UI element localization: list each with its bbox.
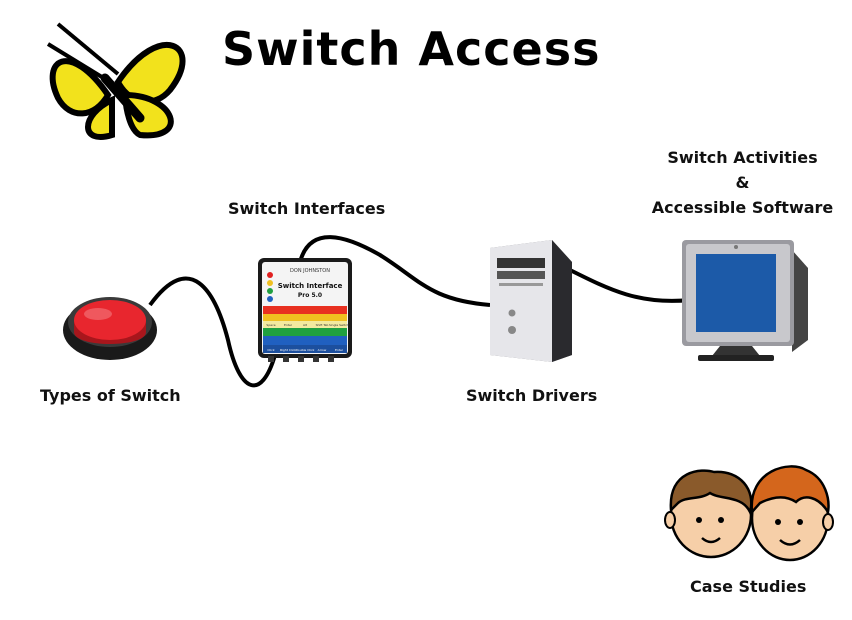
node-accessible-software: Accessible Software: [651, 198, 834, 217]
node-switch-interfaces[interactable]: Switch Interfaces: [228, 199, 386, 218]
computer-tower-icon[interactable]: [490, 240, 572, 362]
cable-drivers-to-monitor: [569, 268, 691, 303]
child-face-left-icon: [664, 469, 753, 559]
butterfly-logo-icon: [46, 22, 186, 140]
red-switch-icon[interactable]: [63, 297, 157, 360]
node-switch-activities-line1: Switch Activities: [667, 148, 818, 167]
node-types-of-switch[interactable]: Types of Switch: [40, 386, 181, 405]
case-study-faces-icon[interactable]: [664, 465, 834, 562]
interface-version-text: Pro 5.0: [298, 292, 322, 299]
node-case-studies[interactable]: Case Studies: [690, 577, 807, 596]
node-ampersand: &: [735, 173, 750, 192]
node-switch-activities[interactable]: Switch Activities & Accessible Software: [640, 145, 845, 220]
page-title: Switch Access: [222, 22, 601, 76]
node-switch-drivers[interactable]: Switch Drivers: [466, 386, 598, 405]
cable-interface-to-drivers: [298, 235, 491, 307]
cable-switch-to-interface: [148, 276, 277, 388]
interface-key-top-3: Shift Tab: [316, 323, 329, 327]
interface-key-bottom-4: Enter: [335, 348, 344, 352]
interface-key-top-1: Enter: [284, 323, 293, 327]
monitor-icon[interactable]: [682, 240, 808, 361]
child-face-right-icon: [750, 465, 834, 562]
interface-brand-text: DON JOHNSTON: [290, 268, 330, 274]
interface-name-text: Switch Interface: [278, 282, 343, 290]
interface-key-bottom-1: Right Click: [280, 348, 296, 352]
interface-key-top-4: Single Switch: [329, 323, 349, 327]
switch-interface-device-icon[interactable]: DON JOHNSTON Switch Interface Pro 5.0 Sp…: [258, 258, 352, 362]
interface-key-bottom-0: Click: [267, 348, 274, 352]
interface-key-top-2: Alt: [303, 323, 308, 327]
interface-key-bottom-3: Arrow: [318, 348, 327, 352]
interface-key-top-0: Space: [266, 323, 275, 327]
interface-key-bottom-2: Double Click: [296, 348, 315, 352]
